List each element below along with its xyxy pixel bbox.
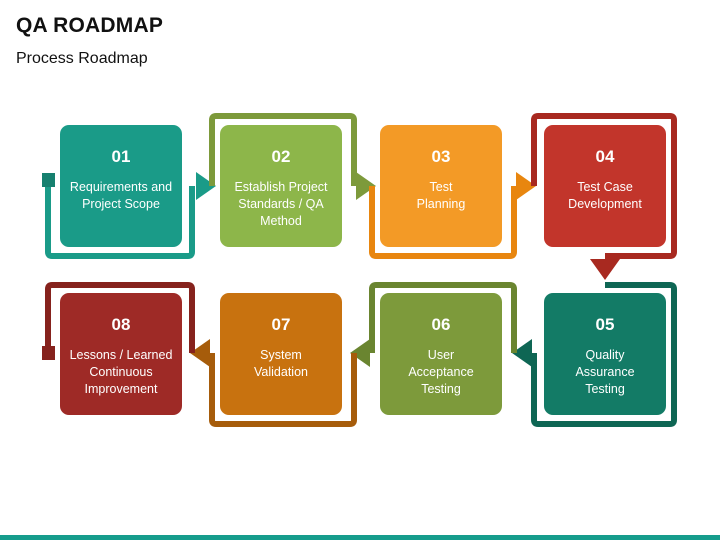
step-03: 03 Test Planning: [380, 125, 502, 247]
step-label: Lessons / Learned Continuous Improvement: [69, 348, 173, 396]
step-number: 08: [111, 315, 131, 334]
step-label: Establish Project Standards / QA Method: [234, 180, 328, 228]
step-07: 07 System Validation: [220, 293, 342, 415]
step-label: Requirements and Project Scope: [69, 180, 173, 211]
bottom-accent-bar: [0, 535, 720, 540]
step-label: User Acceptance Testing: [408, 348, 474, 396]
step-04: 04 Test Case Development: [544, 125, 666, 247]
step-02: 02 Establish Project Standards / QA Meth…: [220, 125, 342, 247]
step-01: 01 Requirements and Project Scope: [60, 125, 182, 247]
step-number: 05: [595, 315, 615, 334]
step-number: 03: [431, 147, 451, 166]
start-marker: [42, 173, 55, 187]
step-label: Test Planning: [416, 180, 466, 211]
arrow-03: [516, 172, 536, 200]
page-subtitle: Process Roadmap: [16, 50, 148, 67]
page-title: QA ROADMAP: [16, 14, 164, 37]
step-label: System Validation: [254, 348, 308, 379]
connector-07: [209, 353, 357, 427]
connector-01: [45, 180, 195, 259]
step-number: 02: [271, 147, 291, 166]
step-label: Quality Assurance Testing: [575, 348, 635, 396]
end-marker: [42, 346, 55, 360]
connector-02: [209, 113, 357, 186]
connector-05: [531, 282, 677, 427]
arrow-04: [590, 259, 620, 280]
step-06: 06 User Acceptance Testing: [380, 293, 502, 415]
arrow-01: [196, 172, 216, 200]
connector-06: [369, 282, 517, 353]
connector-03: [369, 186, 517, 259]
arrow-07: [190, 339, 210, 367]
step-number: 04: [595, 147, 615, 166]
step-label: Test Case Development: [568, 180, 642, 211]
arrow-06: [350, 339, 370, 367]
step-number: 01: [111, 147, 131, 166]
connector-04: [531, 113, 677, 259]
step-number: 07: [271, 315, 291, 334]
arrow-05: [512, 339, 532, 367]
step-08: 08 Lessons / Learned Continuous Improvem…: [60, 293, 182, 415]
step-number: 06: [431, 315, 451, 334]
step-05: 05 Quality Assurance Testing: [544, 293, 666, 415]
arrow-02: [356, 172, 376, 200]
connector-08: [45, 282, 195, 353]
